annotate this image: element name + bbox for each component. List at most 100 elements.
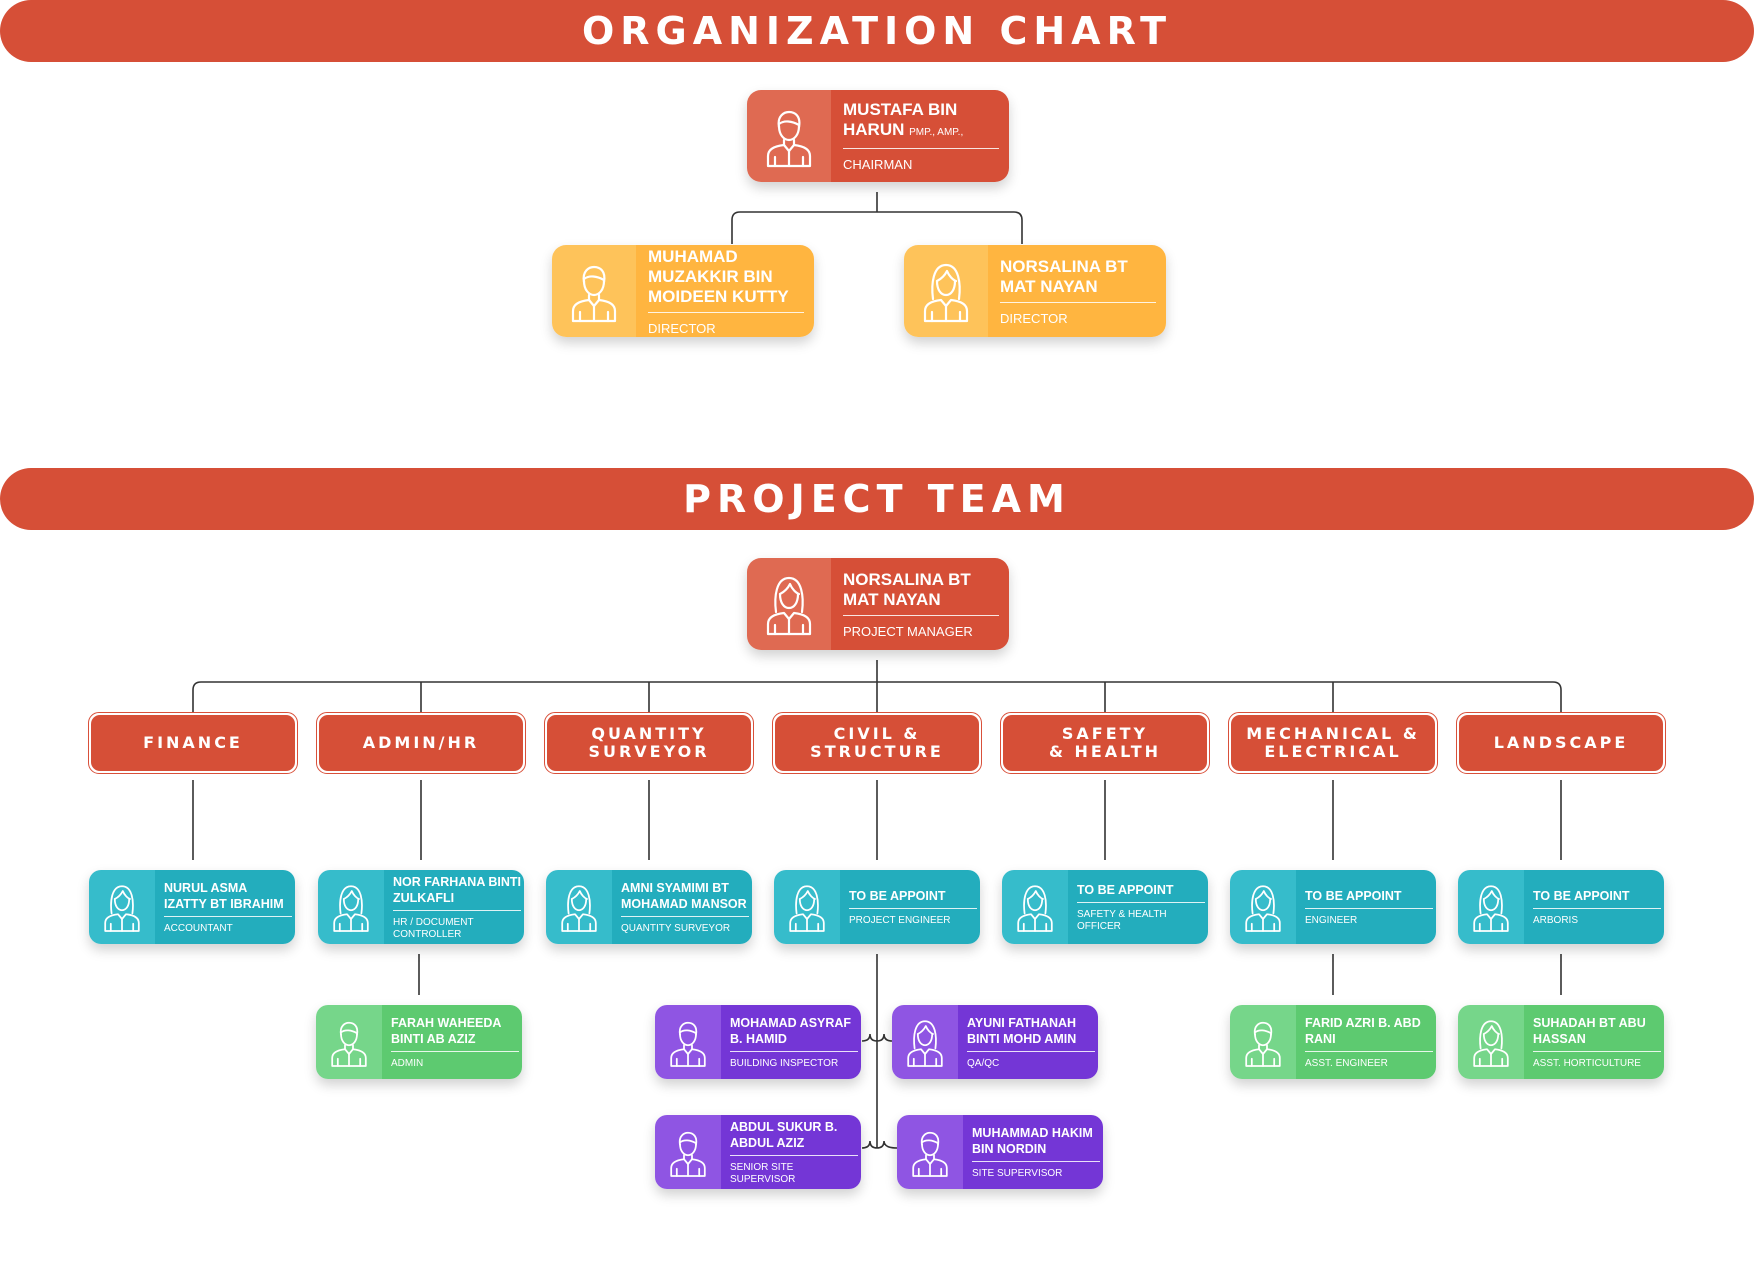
dept-mechanical-electrical[interactable]: MECHANICAL &ELECTRICAL [1228, 712, 1438, 774]
dept-label-line1: ADMIN/HR [362, 733, 480, 752]
female-person-icon [907, 1020, 943, 1067]
female-person-icon [789, 885, 825, 932]
avatar [655, 1005, 721, 1079]
director-2-name: NORSALINA BT MAT NAYAN [1000, 256, 1128, 296]
staff-role: ACCOUNTANT [164, 922, 233, 934]
chairman-suffix: PMP., AMP., [909, 127, 964, 138]
staff-name: NOR FARHANA BINTI ZULKAFLI [393, 874, 522, 905]
staff-name: TO BE APPOINT [1077, 882, 1174, 897]
avatar [552, 245, 636, 337]
divider [730, 1154, 858, 1156]
project-manager-name: NORSALINA BT MAT NAYAN [843, 569, 971, 609]
avatar [1002, 870, 1068, 944]
connector-civil-staff [861, 954, 898, 1149]
female-person-icon [1473, 885, 1509, 932]
avatar [546, 870, 612, 944]
connector-chairman-directors [731, 192, 1023, 244]
dept-label-line1: QUANTITY [591, 724, 707, 743]
dept-label-line1: CIVIL & [833, 724, 921, 743]
male-person-icon [912, 1131, 948, 1177]
male-person-icon [766, 110, 812, 168]
dept-label-line2: SURVEYOR [588, 742, 710, 761]
male-person-icon [670, 1131, 706, 1177]
staff-name: AMNI SYAMIMI BT MOHAMAD MANSOR [621, 880, 747, 911]
dept-admin-hr[interactable]: ADMIN/HR [316, 712, 526, 774]
avatar [897, 1115, 963, 1189]
dept-label-line1: FINANCE [143, 733, 243, 752]
staff-name: NURUL ASMA IZATTY BT IBRAHIM [164, 880, 284, 911]
male-person-icon [1245, 1021, 1281, 1067]
staff-name: FARAH WAHEEDA BINTI AB AZIZ [391, 1015, 501, 1046]
director-card-1[interactable]: MUHAMAD MUZAKKIR BIN MOIDEEN KUTTY DIREC… [552, 245, 814, 337]
staff-name: AYUNI FATHANAH BINTI MOHD AMIN [967, 1015, 1077, 1046]
female-person-icon [333, 885, 369, 932]
director-1-name: MUHAMAD MUZAKKIR BIN MOIDEEN KUTTY [648, 246, 789, 306]
avatar [774, 870, 840, 944]
female-person-icon [104, 885, 140, 932]
divider [843, 148, 999, 149]
female-person-icon [561, 885, 597, 932]
staff-card-accountant[interactable]: NURUL ASMA IZATTY BT IBRAHIM ACCOUNTANT [89, 870, 295, 944]
director-1-role: DIRECTOR [648, 320, 716, 336]
avatar [1458, 870, 1524, 944]
female-person-icon [1473, 1020, 1509, 1067]
male-person-icon [331, 1021, 367, 1067]
divider [967, 1050, 1095, 1052]
dept-civil-structure[interactable]: CIVIL &STRUCTURE [772, 712, 982, 774]
staff-role: SENIOR SITE SUPERVISOR [730, 1161, 796, 1185]
divider [1305, 1050, 1433, 1052]
dept-landscape[interactable]: LANDSCAPE [1456, 712, 1666, 774]
dept-label-line2: & HEALTH [1048, 742, 1162, 761]
staff-name: TO BE APPOINT [849, 888, 946, 903]
dept-label-line2: ELECTRICAL [1264, 742, 1402, 761]
avatar [1230, 870, 1296, 944]
avatar [655, 1115, 721, 1189]
avatar [1230, 1005, 1296, 1079]
divider [648, 311, 804, 313]
chairman-role: CHAIRMAN [843, 157, 913, 172]
divider [1533, 1050, 1661, 1052]
connector-level1-level2 [418, 954, 1562, 995]
divider [1077, 901, 1205, 903]
director-card-2[interactable]: NORSALINA BT MAT NAYAN DIRECTOR [904, 245, 1166, 337]
staff-name: MUHAMMAD HAKIM BIN NORDIN [972, 1125, 1093, 1156]
dept-safety-health[interactable]: SAFETY& HEALTH [1000, 712, 1210, 774]
staff-role: ARBORIS [1533, 914, 1579, 926]
project-manager-card[interactable]: NORSALINA BT MAT NAYAN PROJECT MANAGER [747, 558, 1009, 650]
female-person-icon [1017, 885, 1053, 932]
avatar [892, 1005, 958, 1079]
divider [1000, 301, 1156, 303]
female-person-icon [1245, 885, 1281, 932]
female-person-icon [923, 263, 969, 323]
divider [1533, 907, 1661, 909]
divider [391, 1050, 519, 1052]
divider [393, 909, 521, 911]
staff-name: MOHAMAD ASYRAF B. HAMID [730, 1015, 852, 1046]
avatar [89, 870, 155, 944]
staff-card-site-supervisor[interactable]: MUHAMMAD HAKIM BIN NORDIN SITE SUPERVISOR [897, 1115, 1103, 1189]
divider [730, 1050, 858, 1052]
male-person-icon [571, 265, 617, 323]
chairman-name: MUSTAFA BIN HARUN [843, 100, 958, 139]
director-2-role: DIRECTOR [1000, 310, 1068, 326]
staff-role: SITE SUPERVISOR [972, 1167, 1063, 1179]
dept-label-line1: MECHANICAL & [1246, 724, 1420, 743]
chairman-card[interactable]: MUSTAFA BIN HARUN PMP., AMP., CHAIRMAN [747, 90, 1009, 182]
dept-label-line1: SAFETY [1061, 724, 1149, 743]
dept-finance[interactable]: FINANCE [88, 712, 298, 774]
avatar [316, 1005, 382, 1079]
